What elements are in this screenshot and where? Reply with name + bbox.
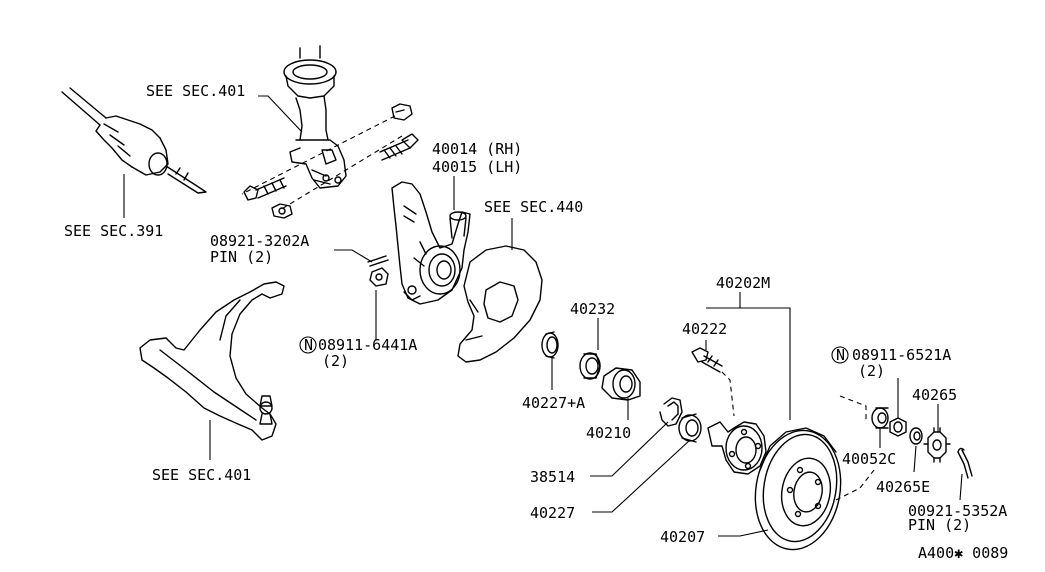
see-sec-401-top-label: SEE SEC.401 — [146, 82, 245, 100]
strut-bolts-drawing — [241, 103, 419, 219]
part-40052c-label: 40052C — [842, 450, 896, 468]
see-sec-401-bottom-label: SEE SEC.401 — [152, 466, 251, 484]
part-00921-5352a-qty-label: PIN (2) — [908, 516, 971, 534]
part-08911-6441a-label: 08911-6441A — [318, 336, 417, 354]
axle-nut-parts-drawing — [871, 407, 973, 479]
callout-labels: SEE SEC.401 SEE SEC.391 40014 (RH) 40015… — [64, 82, 1008, 562]
part-38514-label: 38514 — [530, 468, 575, 486]
cotter-pin-and-nut-left — [367, 255, 389, 287]
see-sec-440-label: SEE SEC.440 — [484, 198, 583, 216]
part-40202m-label: 40202M — [716, 274, 770, 292]
steering-knuckle-drawing — [391, 181, 471, 305]
part-40207-label: 40207 — [660, 528, 705, 546]
drive-shaft-drawing — [61, 87, 207, 194]
part-40222-label: 40222 — [682, 320, 727, 338]
lower-arm-drawing — [139, 281, 285, 441]
part-40265e-label: 40265E — [876, 478, 930, 496]
part-40014-rh-label: 40014 (RH) — [432, 140, 522, 158]
part-00921-5352a-label: 00921-5352A — [908, 502, 1007, 520]
part-08921-3202a-label: 08921-3202A — [210, 232, 309, 250]
see-sec-391-label: SEE SEC.391 — [64, 222, 163, 240]
part-08921-3202a-qty-label: PIN (2) — [210, 248, 273, 266]
nut-symbol-right: N — [836, 346, 845, 364]
nut-symbol-left: N — [304, 336, 313, 354]
bearing-parts-drawing — [541, 331, 702, 443]
dust-shield-drawing — [457, 245, 543, 363]
part-40232-label: 40232 — [570, 300, 615, 318]
figure-code-label: A400✱ 0089 — [918, 544, 1008, 562]
part-40265-label: 40265 — [912, 386, 957, 404]
brake-disc-drawing — [754, 395, 875, 551]
part-08911-6441a-qty-label: (2) — [322, 352, 349, 370]
wheel-hub-drawing — [691, 347, 767, 475]
part-40227-label: 40227 — [530, 504, 575, 522]
part-08911-6521a-qty-label: (2) — [858, 362, 885, 380]
part-08911-6521a-label: 08911-6521A — [852, 346, 951, 364]
part-40210-label: 40210 — [586, 424, 631, 442]
part-40227-a-label: 40227+A — [522, 394, 585, 412]
part-40015-lh-label: 40015 (LH) — [432, 158, 522, 176]
strut-drawing — [283, 45, 347, 189]
leader-lines — [123, 95, 963, 537]
